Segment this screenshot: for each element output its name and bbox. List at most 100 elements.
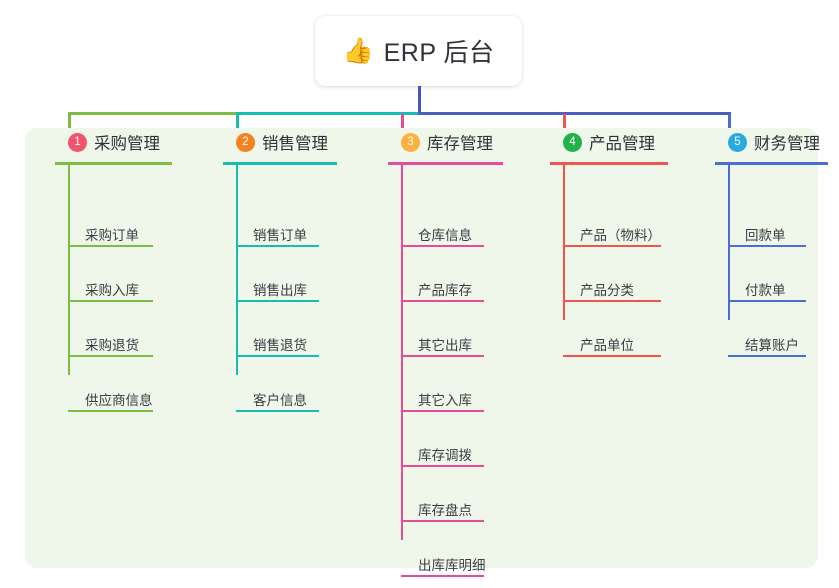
module-spine [563,165,565,320]
module-title: 采购管理 [94,135,160,153]
module-item-label: 采购入库 [85,282,139,298]
module-item-label: 其它出库 [418,337,472,353]
module-item[interactable]: 其它入库 [401,374,484,412]
module-item[interactable]: 产品分类 [563,264,661,302]
module-item-label: 销售退货 [253,337,307,353]
module-item-rule [401,465,484,467]
module-item-rule [236,410,319,412]
branch-drop-3 [401,114,404,141]
module-item[interactable]: 其它出库 [401,319,484,357]
module-item[interactable]: 销售出库 [236,264,319,302]
module-item-label: 采购订单 [85,227,139,243]
module-item[interactable]: 产品单位 [563,319,661,357]
module-item-rule [68,355,153,357]
branch-drop-2 [236,114,239,141]
module-item-label: 销售订单 [253,227,307,243]
module-column-产品管理: 4 产品管理产品（物料） 产品分类产品单位 [550,128,685,359]
module-title: 产品管理 [589,135,655,153]
module-item[interactable]: 库存调拨 [401,429,484,467]
module-item-label: 采购退货 [85,337,139,353]
module-item[interactable]: 采购订单 [68,209,153,247]
module-item-rule [401,520,484,522]
branch-bar-segment-1 [68,112,236,115]
module-index-badge: 3 [401,132,420,152]
module-item-rule [401,575,484,577]
module-header-rule [55,162,172,165]
module-item-list: 回款单付款单结算账户 [715,165,833,359]
root-node[interactable]: 👍 ERP 后台 [315,16,522,86]
module-item-label: 产品单位 [580,337,634,353]
module-item-rule [401,300,484,302]
module-item-rule [236,355,319,357]
module-index-badge: 1 [68,132,87,152]
module-item[interactable]: 结算账户 [728,319,806,357]
branch-drop-4 [563,114,566,141]
module-item-rule [236,245,319,247]
thumbs-up-icon: 👍 [342,36,374,65]
module-item[interactable]: 销售退货 [236,319,319,357]
branch-drop-1 [68,114,71,141]
module-item-rule [563,245,661,247]
module-item-rule [563,300,661,302]
module-item[interactable]: 仓库信息 [401,209,484,247]
module-item-label: 仓库信息 [418,227,472,243]
module-item-label: 供应商信息 [85,392,153,408]
branch-drop-5 [728,114,731,141]
module-item-label: 结算账户 [745,337,799,353]
module-item-rule [563,355,661,357]
module-spine [236,165,238,375]
module-header-库存管理[interactable]: 3 库存管理 [388,128,513,156]
module-column-财务管理: 5 财务管理回款单付款单结算账户 [715,128,833,359]
module-item-rule [68,410,153,412]
module-header-rule [223,162,337,165]
module-index-badge: 5 [728,132,747,152]
module-item[interactable]: 付款单 [728,264,806,302]
root-title: ERP 后台 [383,39,495,67]
module-header-财务管理[interactable]: 5 财务管理 [715,128,833,156]
module-title: 销售管理 [262,135,328,153]
module-item[interactable]: 客户信息 [236,374,319,412]
module-item-label: 产品分类 [580,282,634,298]
module-item[interactable]: 采购退货 [68,319,153,357]
module-item[interactable]: 销售订单 [236,209,319,247]
module-item-list: 销售订单销售出库销售退货客户信息 [223,165,353,414]
module-item-rule [236,300,319,302]
branch-bar-segment-3 [418,112,731,115]
module-item[interactable]: 产品库存 [401,264,484,302]
module-item-rule [728,300,806,302]
module-header-rule [550,162,668,165]
module-item-label: 付款单 [745,282,786,298]
module-item[interactable]: 回款单 [728,209,806,247]
module-header-采购管理[interactable]: 1 采购管理 [55,128,185,156]
module-column-销售管理: 2 销售管理销售订单销售出库销售退货客户信息 [223,128,353,414]
module-item-rule [401,355,484,357]
module-item[interactable]: 产品（物料） [563,209,661,247]
module-index-badge: 2 [236,132,255,152]
module-header-产品管理[interactable]: 4 产品管理 [550,128,685,156]
module-item[interactable]: 库存盘点 [401,484,484,522]
module-item-label: 库存调拨 [418,447,472,463]
module-item-rule [728,355,806,357]
branch-bar-segment-2 [236,112,418,115]
module-item-rule [728,245,806,247]
module-item[interactable]: 出库库明细 [401,539,486,577]
module-index-badge: 4 [563,132,582,152]
module-item[interactable]: 供应商信息 [68,374,153,412]
module-title: 库存管理 [427,135,493,153]
module-item-label: 客户信息 [253,392,307,408]
module-item-label: 回款单 [745,227,786,243]
module-spine [401,165,403,540]
module-spine [68,165,70,375]
module-item-rule [401,245,484,247]
module-header-销售管理[interactable]: 2 销售管理 [223,128,353,156]
module-item-rule [68,300,153,302]
module-column-采购管理: 1 采购管理采购订单采购入库采购退货供应商信息 [55,128,185,414]
module-item-label: 出库库明细 [418,557,486,573]
module-item-label: 产品（物料） [580,227,661,243]
module-item-list: 仓库信息产品库存其它出库其它入库库存调拨库存盘点出库库明细 [388,165,513,579]
module-item-list: 采购订单采购入库采购退货供应商信息 [55,165,185,414]
module-title: 财务管理 [754,135,820,153]
module-item[interactable]: 采购入库 [68,264,153,302]
module-column-库存管理: 3 库存管理仓库信息产品库存其它出库其它入库库存调拨库存盘点出库库明细 [388,128,513,579]
